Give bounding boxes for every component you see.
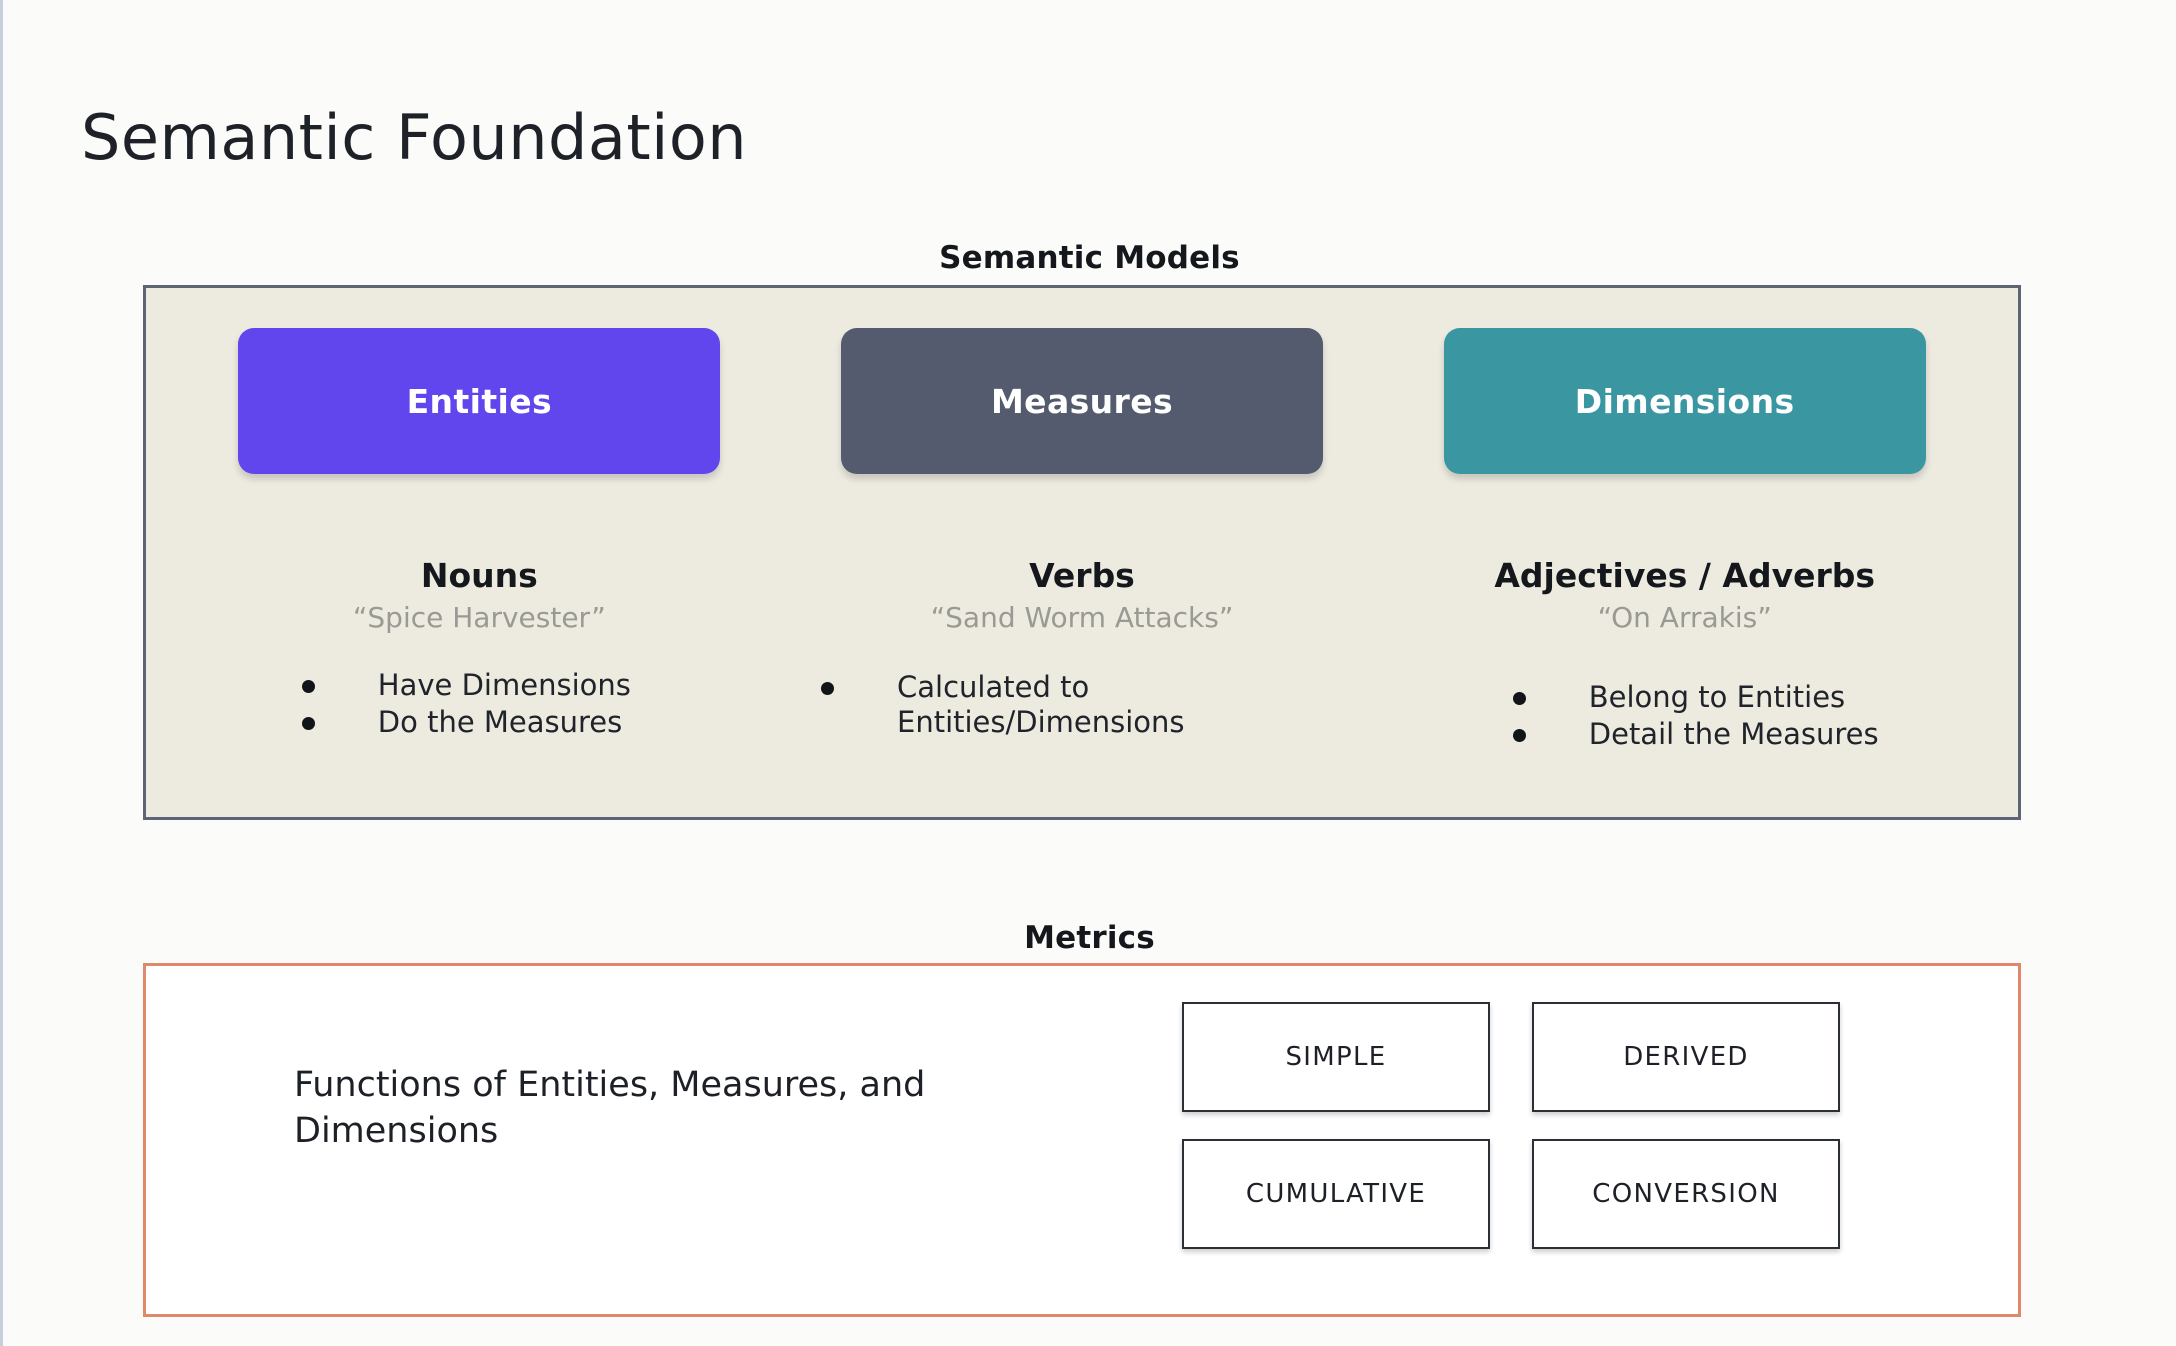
dimensions-bullet-list: Belong to Entities Detail the Measures [1512,680,1879,755]
metric-type-cumulative[interactable]: CUMULATIVE [1182,1139,1490,1249]
semantic-models-panel: Entities Nouns “Spice Harvester” Have Di… [143,285,2021,820]
measures-part-of-speech: Verbs [1029,556,1135,595]
entities-pill[interactable]: Entities [238,328,721,474]
semantic-column-entities: Entities Nouns “Spice Harvester” Have Di… [178,328,781,817]
metrics-label: Metrics [1024,920,1155,956]
entities-example: “Spice Harvester” [352,601,606,634]
list-item: Detail the Measures [1512,717,1879,752]
semantic-column-dimensions: Dimensions Adjectives / Adverbs “On Arra… [1383,328,1986,817]
list-item-label: Do the Measures [377,705,623,740]
list-item-label: Detail the Measures [1588,717,1879,752]
list-item: Do the Measures [301,705,631,740]
bullet-icon [301,717,315,731]
list-item-label: Belong to Entities [1588,680,1846,714]
dimensions-part-of-speech: Adjectives / Adverbs [1494,556,1876,595]
semantic-models-columns: Entities Nouns “Spice Harvester” Have Di… [146,288,2018,817]
list-item-label: Have Dimensions [377,668,631,702]
dimensions-example: “On Arrakis” [1597,601,1772,634]
measures-example: “Sand Worm Attacks” [930,601,1234,634]
bullet-icon [1512,729,1526,743]
entities-part-of-speech: Nouns [420,556,538,595]
bullet-icon [301,680,315,693]
metric-type-simple[interactable]: SIMPLE [1182,1002,1490,1112]
semantic-models-label: Semantic Models [939,240,1240,276]
bullet-icon [1512,692,1526,705]
list-item: Calculated to Entities/Dimensions [821,670,1327,741]
list-item-label: Calculated to Entities/Dimensions [897,670,1185,740]
measures-bullet-list: Calculated to Entities/Dimensions [821,670,1327,743]
metrics-panel: Functions of Entities, Measures, and Dim… [143,963,2021,1317]
semantic-column-measures: Measures Verbs “Sand Worm Attacks” Calcu… [781,328,1384,817]
list-item: Belong to Entities [1512,680,1879,715]
metric-type-derived[interactable]: DERIVED [1532,1002,1840,1112]
bullet-icon [821,682,834,695]
page-title: Semantic Foundation [81,100,748,174]
dimensions-pill[interactable]: Dimensions [1443,328,1926,474]
metrics-type-grid: SIMPLE DERIVED CUMULATIVE CONVERSION [1182,1002,1840,1249]
measures-pill[interactable]: Measures [841,328,1323,474]
metric-type-conversion[interactable]: CONVERSION [1532,1139,1840,1249]
list-item: Have Dimensions [301,668,631,703]
entities-bullet-list: Have Dimensions Do the Measures [301,668,631,743]
metrics-description: Functions of Entities, Measures, and Dim… [294,1065,926,1152]
